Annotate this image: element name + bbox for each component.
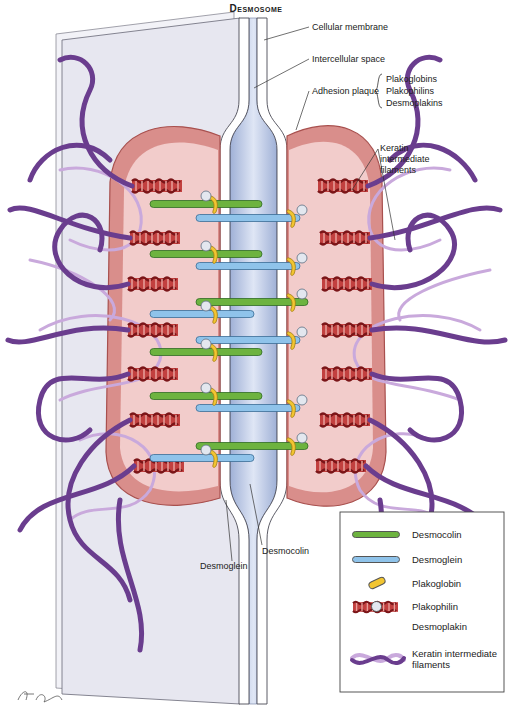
legend-text: Desmocolin: [412, 529, 498, 540]
signature: [18, 692, 62, 702]
legend-swatch: [352, 531, 400, 538]
part-label: Plakophilins: [386, 86, 434, 97]
keratin-filament: [8, 57, 505, 650]
desmocolin: [150, 201, 308, 450]
part-label: Adhesion plaque: [312, 86, 379, 97]
cell-membrane: [220, 18, 249, 704]
part-label: Desmocolin: [262, 546, 309, 557]
part-label: Intercellular space: [312, 54, 385, 65]
legend-text: Plakophilin: [412, 601, 498, 612]
desmoglein: [150, 215, 300, 462]
legend-swatch: [371, 601, 382, 612]
legend-text: Desmoglein: [412, 554, 498, 565]
desmoplakin: [128, 180, 372, 473]
part-label: Desmoglein: [200, 561, 248, 572]
part-label: Desmoplakins: [386, 98, 443, 109]
part-label: Keratin intermediate filaments: [380, 143, 450, 176]
legend-sample-keratin: [352, 655, 404, 663]
legend-swatch: [367, 576, 387, 591]
legend-sample-desmoplakin: [353, 602, 398, 612]
title: Desmosome: [0, 3, 512, 14]
cell-membrane: [257, 18, 287, 704]
adhesion-plaque-inner: [289, 142, 373, 493]
plakoglobin: [209, 196, 295, 468]
cell-page: [62, 18, 240, 704]
part-label: Cellular membrane: [312, 22, 388, 33]
leader-line: [226, 27, 395, 561]
legend-box: [340, 512, 504, 692]
legend-text: Desmoplakin: [412, 621, 498, 632]
legend-swatch: [352, 556, 400, 563]
part-label: Plakoglobins: [386, 74, 437, 85]
legend-text: Plakoglobin: [412, 578, 498, 589]
legend-text: Keratin intermediate filaments: [412, 648, 498, 670]
plakophilin: [201, 191, 307, 455]
